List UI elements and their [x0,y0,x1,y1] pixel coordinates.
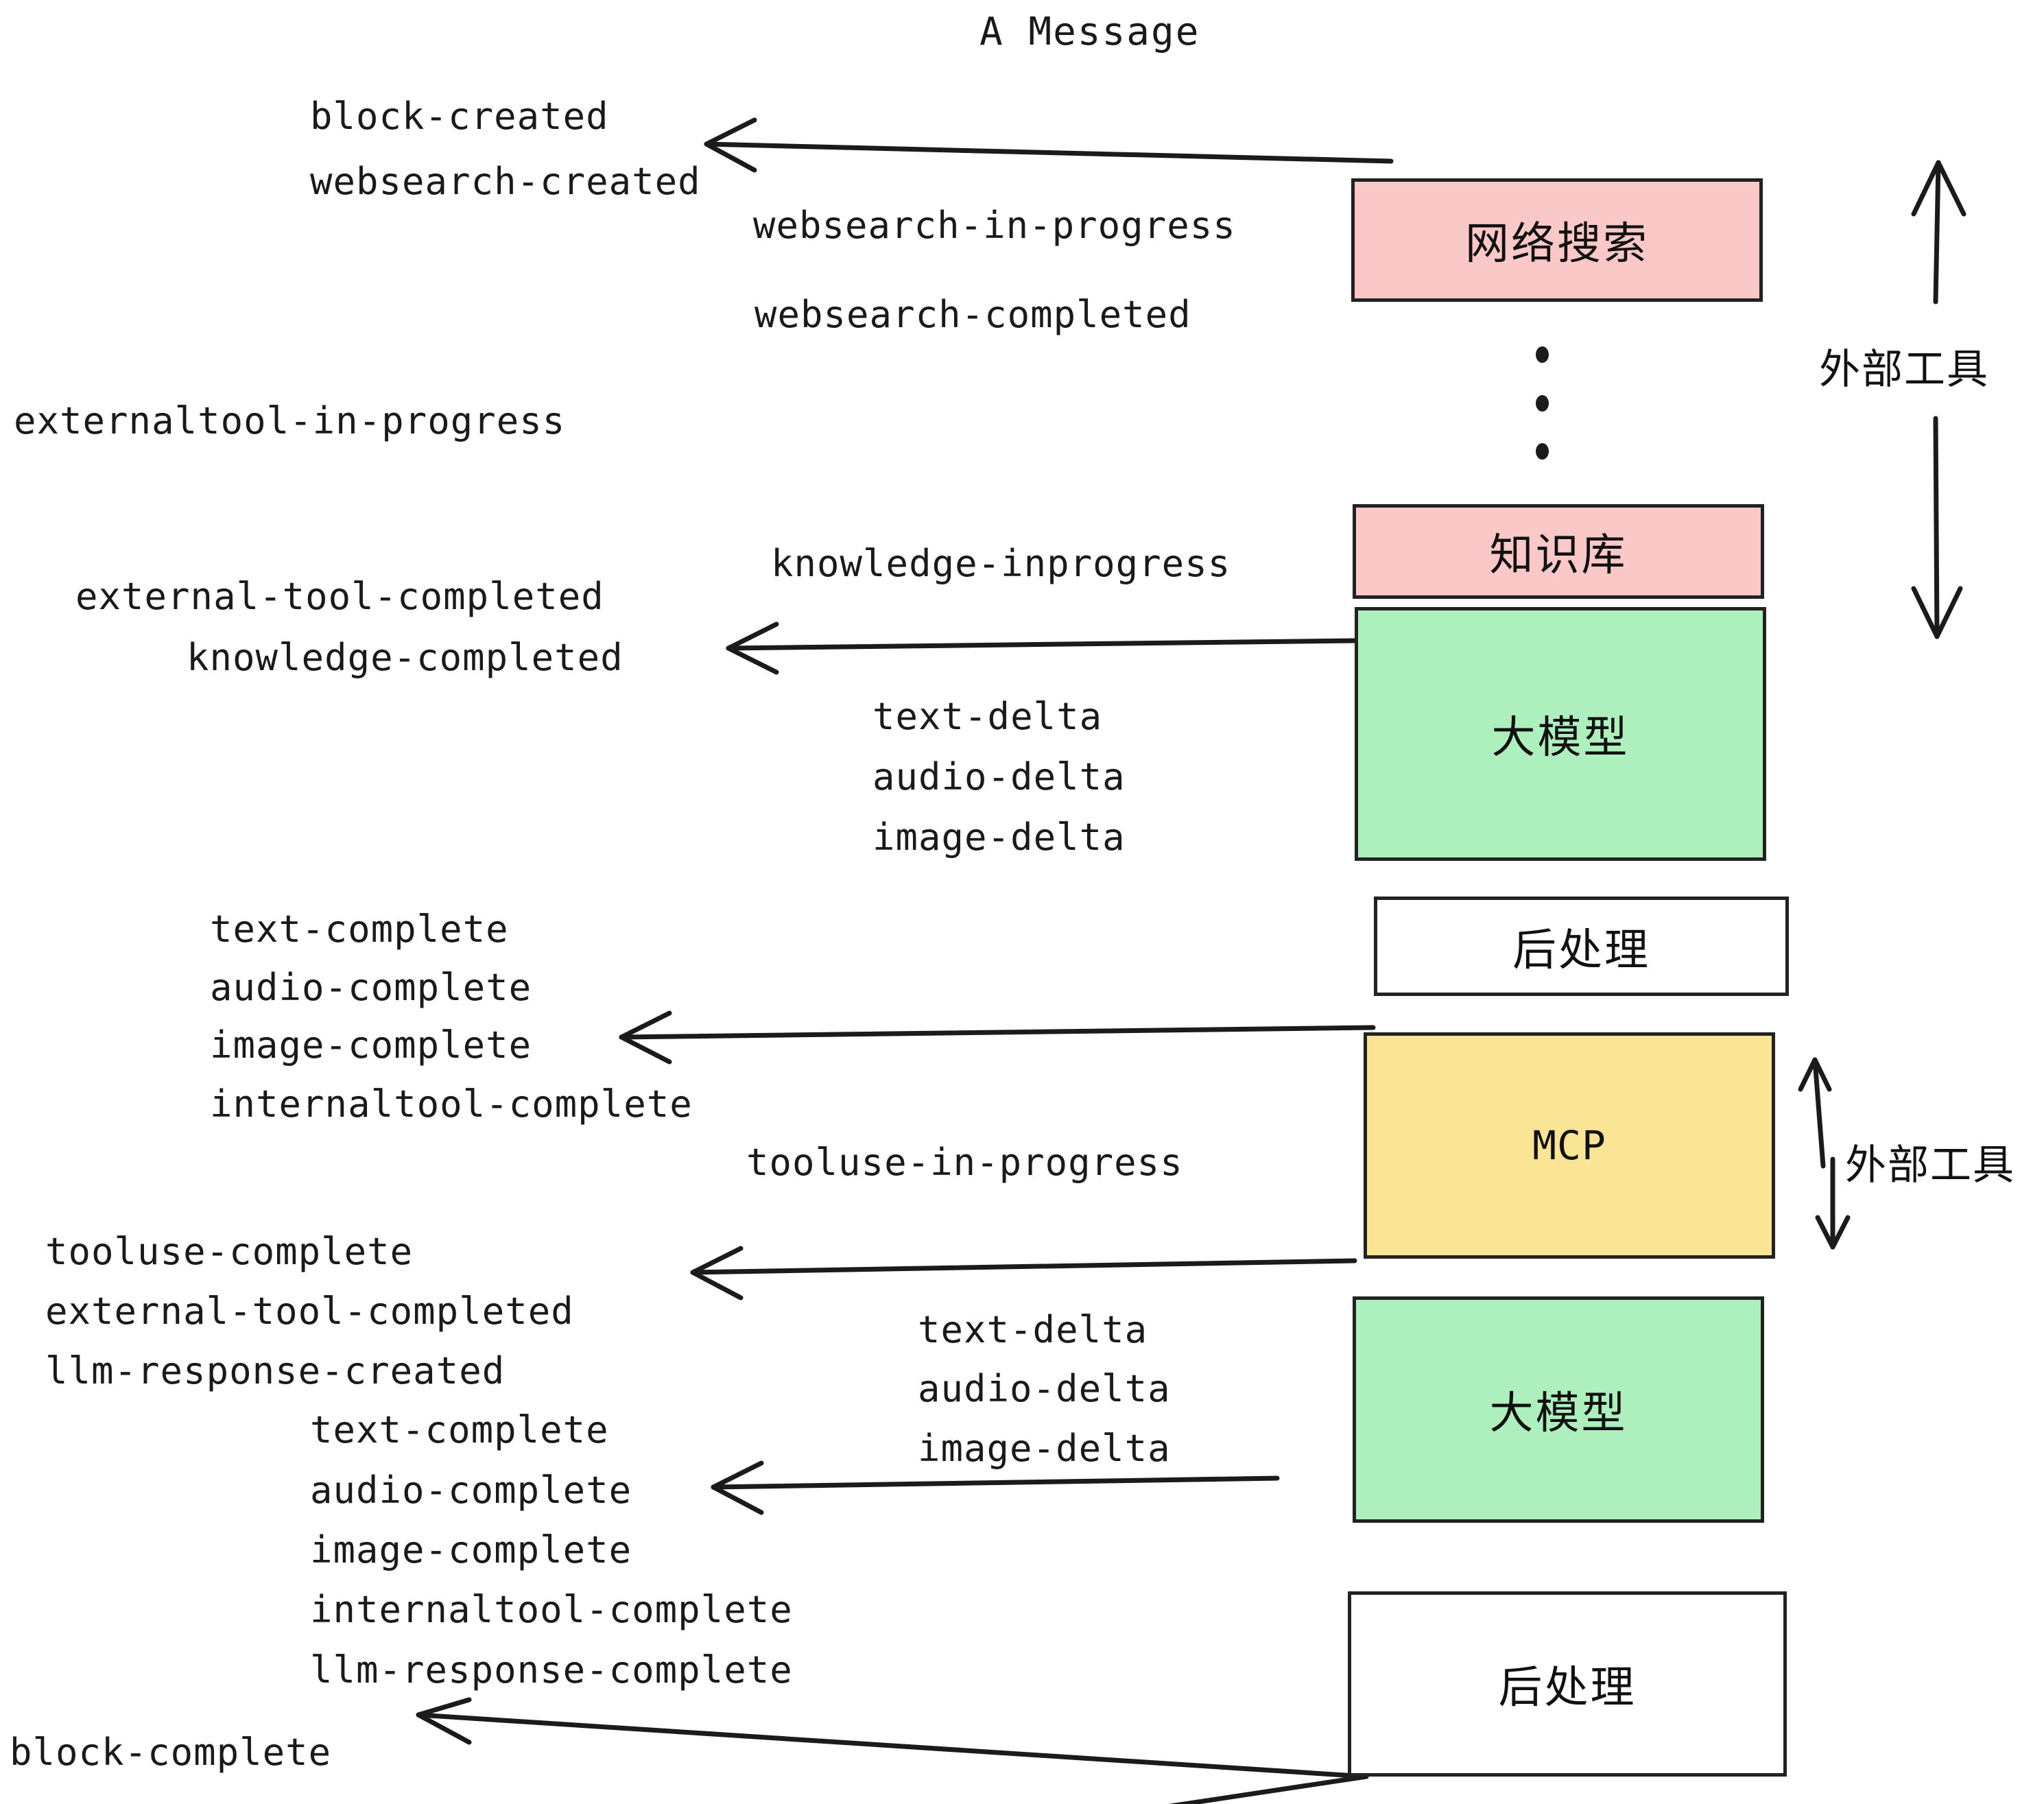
event-tooluse-in-progress: tooluse-in-progress [746,1141,1183,1184]
page-title: A Message [979,10,1200,54]
box-postprocess-bottom[interactable]: 后处理 [1348,1591,1787,1777]
event-image-delta-2: image-delta [918,1427,1171,1470]
event-audio-delta-1: audio-delta [872,755,1126,798]
box-knowledge[interactable]: 知识库 [1353,504,1764,599]
box-postprocess-bottom-label: 后处理 [1498,1663,1637,1713]
event-audio-delta-2: audio-delta [918,1367,1171,1410]
event-llm-response-complete: llm-response-complete [310,1648,793,1692]
dot-2 [1535,394,1549,412]
box-llm-bottom-label: 大模型 [1489,1388,1628,1439]
event-external-tool-completed-1: external-tool-completed [75,575,604,618]
event-internaltool-complete-2: internaltool-complete [310,1588,793,1631]
ellipsis-dots [1534,346,1550,460]
dot-1 [1535,346,1549,363]
box-websearch[interactable]: 网络搜索 [1351,178,1763,302]
event-text-complete-1: text-complete [210,907,509,951]
event-knowledge-inprogress: knowledge-inprogress [771,542,1231,585]
box-websearch-label: 网络搜索 [1465,219,1649,270]
event-llm-response-created: llm-response-created [45,1349,506,1392]
event-knowledge-completed: knowledge-completed [187,636,623,679]
event-external-tool-completed-2: external-tool-completed [45,1290,574,1333]
event-websearch-in-progress: websearch-in-progress [753,204,1236,247]
event-websearch-completed: websearch-completed [754,293,1191,336]
event-block-complete: block-complete [10,1731,332,1774]
box-llm-top[interactable]: 大模型 [1355,607,1766,861]
dot-3 [1535,443,1549,460]
box-llm-bottom[interactable]: 大模型 [1353,1296,1764,1523]
event-image-complete-2: image-complete [310,1528,632,1571]
event-audio-complete-1: audio-complete [210,966,532,1009]
event-text-delta-1: text-delta [872,695,1103,738]
event-image-complete-1: image-complete [210,1023,532,1067]
box-mcp-label: MCP [1532,1122,1606,1169]
box-postprocess-top-label: 后处理 [1512,925,1650,976]
event-externaltool-in-progress: externaltool-in-progress [14,399,566,442]
box-postprocess-top[interactable]: 后处理 [1374,897,1789,996]
event-image-delta-1: image-delta [872,816,1126,859]
box-knowledge-label: 知识库 [1489,530,1628,581]
annotation-external-tool-top: 外部工具 [1819,346,1989,394]
annotation-external-tool-mcp: 外部工具 [1845,1141,2015,1189]
event-text-complete-2: text-complete [310,1408,609,1451]
event-block-created: block-created [310,95,609,138]
event-audio-complete-2: audio-complete [310,1469,632,1512]
event-text-delta-2: text-delta [918,1308,1148,1351]
box-mcp[interactable]: MCP [1364,1032,1775,1259]
event-internaltool-complete-1: internaltool-complete [210,1082,693,1126]
box-llm-top-label: 大模型 [1491,713,1630,763]
event-websearch-created: websearch-created [310,160,701,203]
event-tooluse-complete: tooluse-complete [45,1230,414,1273]
